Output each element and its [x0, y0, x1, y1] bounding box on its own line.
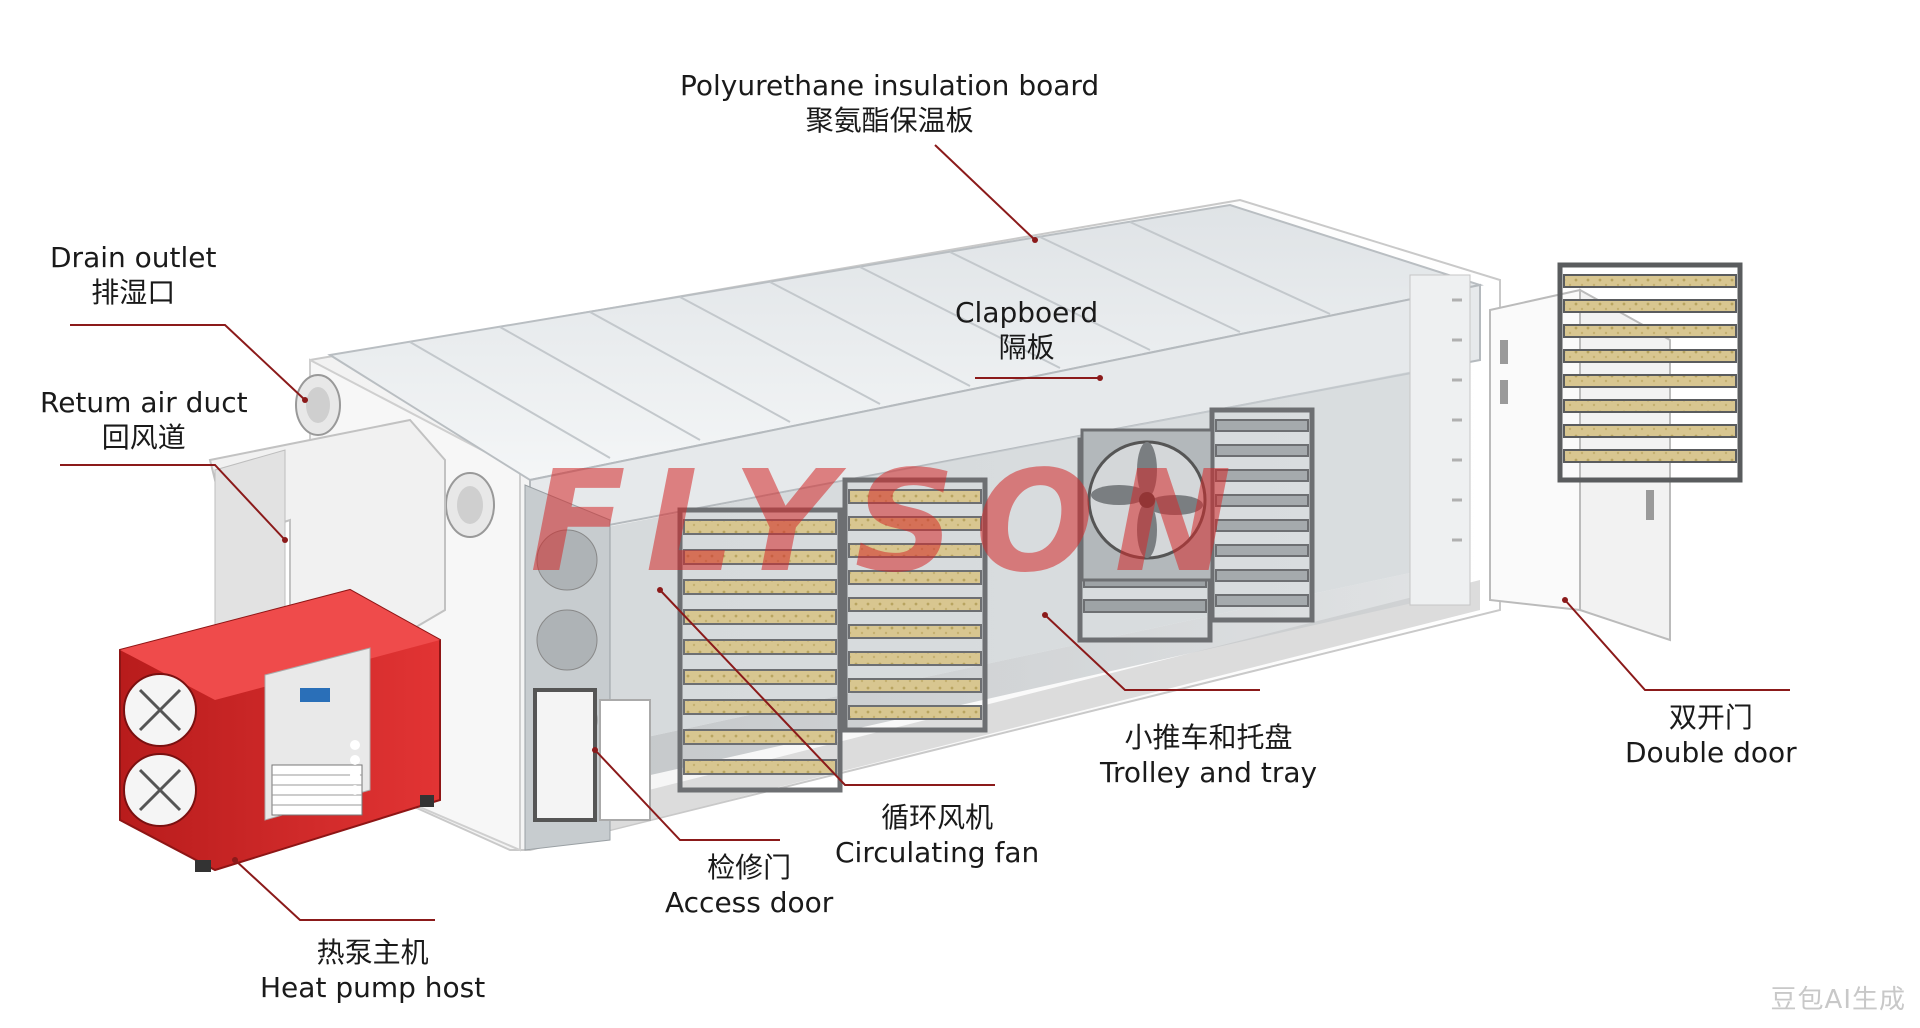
- circulating-fan: [1080, 428, 1214, 582]
- label-heat-pump-zh: 热泵主机: [316, 936, 429, 969]
- label-drain-zh: 排湿口: [91, 276, 176, 309]
- label-fan-en: Circulating fan: [835, 836, 1040, 869]
- label-clapboard-zh: 隔板: [998, 331, 1055, 364]
- leader-access: [594, 749, 780, 841]
- label-fan-zh: 循环风机: [881, 801, 994, 834]
- label-fan: 循环风机 Circulating fan: [835, 800, 1039, 870]
- label-heat-pump-en: Heat pump host: [260, 971, 486, 1004]
- label-trolley-en: Trolley and tray: [1100, 756, 1318, 789]
- label-double-door-en: Double door: [1625, 736, 1797, 769]
- label-access-zh: 检修门: [707, 851, 792, 884]
- label-double-door-zh: 双开门: [1668, 701, 1753, 734]
- outside-trolley: [1557, 262, 1743, 483]
- label-polyurethane-en: Polyurethane insulation board: [680, 69, 1100, 102]
- leader-polyurethane: [934, 144, 1036, 241]
- label-return-air: Retum air duct 回风道: [40, 385, 248, 455]
- label-heat-pump: 热泵主机 Heat pump host: [260, 935, 485, 1005]
- leader-return-air: [60, 464, 286, 541]
- brand-logo: FLYSON: [530, 441, 1251, 604]
- heat-pump-host: [119, 588, 441, 872]
- label-polyurethane-zh: 聚氨酯保温板: [805, 104, 974, 137]
- label-access-en: Access door: [665, 886, 834, 919]
- label-trolley-zh: 小推车和托盘: [1124, 721, 1293, 754]
- label-drain-en: Drain outlet: [50, 241, 217, 274]
- leader-heat-pump: [234, 859, 435, 921]
- return-air-vent: [445, 472, 495, 538]
- label-double-door: 双开门 Double door: [1625, 700, 1797, 770]
- label-return-air-zh: 回风道: [101, 421, 186, 454]
- ai-watermark: 豆包AI生成: [1770, 985, 1906, 1015]
- leader-trolley: [1044, 614, 1260, 691]
- label-clapboard: Clapboerd 隔板: [955, 295, 1098, 365]
- label-drain: Drain outlet 排湿口: [50, 240, 217, 310]
- leader-drain: [70, 324, 306, 401]
- label-clapboard-en: Clapboerd: [955, 296, 1099, 329]
- trolley-rack: [677, 507, 843, 793]
- label-return-air-en: Retum air duct: [40, 386, 248, 419]
- leader-double-door: [1564, 599, 1790, 691]
- label-access: 检修门 Access door: [665, 850, 833, 920]
- double-door: [1489, 288, 1671, 642]
- access-door: [533, 688, 651, 822]
- drain-outlet: [295, 374, 341, 436]
- leader-fan: [659, 589, 995, 786]
- label-trolley: 小推车和托盘 Trolley and tray: [1100, 720, 1317, 790]
- leader-lines: [60, 144, 1790, 921]
- label-polyurethane: Polyurethane insulation board 聚氨酯保温板: [680, 68, 1099, 138]
- trolley-rack: [842, 477, 988, 733]
- return-air-duct: [208, 418, 446, 662]
